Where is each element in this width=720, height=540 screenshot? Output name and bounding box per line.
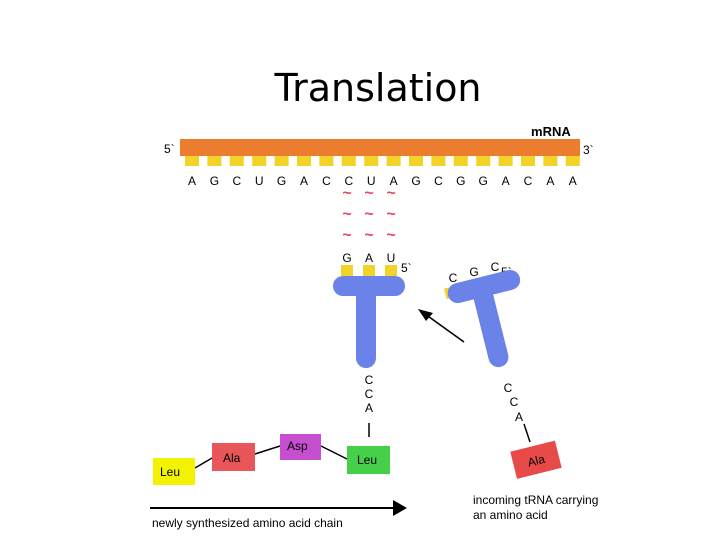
mrna-base-label: G	[411, 174, 420, 188]
incoming-trna-anticodon-label: G	[469, 265, 478, 279]
bound-trna-anticodon-tick	[341, 265, 353, 276]
mrna-base-tick	[252, 156, 267, 166]
mrna-base-label: C	[322, 174, 331, 188]
bound-trna-anticodon-tick	[363, 265, 375, 276]
bound-trna-tail-label: C	[365, 387, 374, 401]
mrna-base-tick	[565, 156, 580, 166]
mrna-base-label: A	[546, 174, 554, 188]
hydrogen-bond: ~	[342, 206, 351, 223]
mrna-five-prime-label: 5`	[164, 142, 175, 156]
incoming-trna-shape	[447, 269, 521, 368]
mrna-base-tick	[543, 156, 558, 166]
incoming-caption-line1: incoming tRNA carrying	[473, 493, 598, 507]
mrna-base-tick	[297, 156, 311, 166]
bound-trna-anticodon-tick	[385, 265, 397, 276]
incoming-trna-anticodon-label: C	[449, 271, 458, 285]
mrna-base-label: G	[210, 174, 219, 188]
peptide-bond-line	[254, 445, 281, 455]
bound-trna-tail-label: C	[365, 373, 374, 387]
amino-acid-label: Leu	[357, 453, 377, 467]
mrna-base-label: C	[232, 174, 241, 188]
incoming-amino-acid: Ala	[510, 440, 562, 479]
mrna-base-tick	[364, 156, 379, 166]
chain-direction-arrow	[150, 500, 407, 516]
mrna-base-label: G	[277, 174, 286, 188]
hydrogen-bond: ~	[342, 185, 351, 202]
bound-trna-anticodon-label: A	[365, 251, 373, 265]
mrna-base-label: A	[569, 174, 577, 188]
mrna-base-tick	[521, 156, 535, 166]
amino-acid-box	[347, 446, 390, 474]
amino-acid-label: Leu	[160, 465, 180, 479]
mrna-base-tick	[453, 156, 468, 166]
bound-trna-anticodon-label: U	[387, 251, 396, 265]
hydrogen-bond: ~	[386, 206, 395, 223]
peptide-bond-line	[320, 445, 348, 460]
mrna-base-tick	[229, 156, 244, 166]
mrna-base-label: A	[300, 174, 308, 188]
mrna-base-label: C	[344, 174, 353, 188]
hydrogen-bond: ~	[386, 227, 395, 244]
incoming-trna-tail-label: C	[504, 381, 513, 395]
amino-acid-label: Ala	[223, 451, 241, 465]
bound-trna-tail-label: A	[365, 401, 373, 415]
mrna-base-tick	[207, 156, 222, 166]
mrna-base-tick	[409, 156, 423, 166]
mrna-base-tick	[431, 156, 446, 166]
incoming-trna-anticodon-label: C	[491, 260, 500, 274]
amino-acid-label: Asp	[287, 439, 308, 453]
hydrogen-bonds: ~ ~ ~ ~ ~ ~ ~ ~ ~	[342, 185, 395, 244]
bound-trna-tail: CCA	[365, 373, 374, 415]
incoming-amino-acid-label: Ala	[526, 452, 547, 470]
hydrogen-bond: ~	[364, 206, 373, 223]
mrna-base-tick	[319, 156, 334, 166]
mrna-strand	[180, 139, 580, 156]
mrna-base-label: U	[255, 174, 264, 188]
mrna-base-tick	[341, 156, 356, 166]
incoming-trna-tail: CCA	[504, 381, 523, 424]
incoming-caption-line2: an amino acid	[473, 508, 548, 522]
mrna-base-tick	[185, 156, 199, 166]
mrna-label: mRNA	[531, 124, 571, 139]
mrna-base-label: C	[434, 174, 443, 188]
hydrogen-bond: ~	[342, 227, 351, 244]
mrna-base-label: A	[502, 174, 510, 188]
mrna-base-label: C	[524, 174, 533, 188]
mrna-base-tick	[386, 156, 401, 166]
mrna-base-label: A	[390, 174, 398, 188]
chain-caption: newly synthesized amino acid chain	[152, 516, 343, 530]
amino-acid-box	[280, 434, 321, 460]
hydrogen-bond: ~	[364, 227, 373, 244]
amino-acid-box	[153, 458, 195, 485]
hydrogen-bond: ~	[364, 185, 373, 202]
mrna-base-tick	[498, 156, 513, 166]
peptide-bond-line	[194, 457, 213, 469]
bound-trna-anticodon-label: G	[342, 251, 351, 265]
incoming-trna-tail-label: A	[515, 410, 523, 424]
hydrogen-bond: ~	[386, 185, 395, 202]
bound-trna-shape	[333, 276, 405, 368]
mrna-base-tick	[476, 156, 491, 166]
incoming-trna-link	[523, 423, 531, 443]
amino-acid-box	[212, 443, 255, 471]
incoming-direction-arrow	[418, 309, 465, 343]
incoming-trna-tail-label: C	[510, 395, 519, 409]
slide-title: Translation	[274, 66, 482, 110]
mrna-base-label: G	[479, 174, 488, 188]
mrna-three-prime-label: 3`	[583, 143, 594, 157]
bound-trna-five-prime-label: 5`	[401, 261, 412, 275]
mrna-base-label: U	[367, 174, 376, 188]
mrna-base-label: A	[188, 174, 196, 188]
mrna-base-tick	[274, 156, 289, 166]
mrna-base-label: G	[456, 174, 465, 188]
